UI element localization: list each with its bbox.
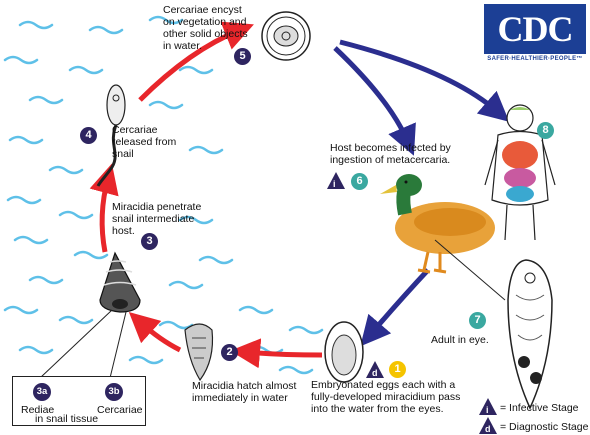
stage-5-text: Cercariae encyst on vegetation and other… [163,4,248,52]
arrow-encyst-to-duck [333,46,416,156]
badge-stage-1: 1 [389,361,406,378]
metacercaria-cyst [261,11,311,61]
arrow-cercariae-to-encyst [138,21,254,102]
stage-4-text: Cercariae released from snail [112,124,177,160]
water-waves [3,15,324,375]
marker-diagnostic-triangle [366,361,384,378]
badge-stage-4: 4 [80,127,97,144]
rediae-label: Rediae [21,404,55,416]
adult-worm [507,259,553,410]
badge-stage-3a: 3a [33,383,51,401]
badge-stage-7: 7 [469,312,486,329]
legend-diagnostic-text: = Diagnostic Stage [500,421,589,433]
stage-1-text: Embryonated eggs each with a fully-devel… [311,379,461,415]
cdc-logo: CDC SAFER·HEALTHIER·PEOPLE™ [484,4,586,66]
legend-diagnostic-letter: d [485,424,491,434]
badge-stage-3: 3 [141,233,158,250]
logo-text: CDC [497,9,574,49]
stage-2-text: Miracidia hatch almost immediately in wa… [192,380,297,404]
stage-3-text: Miracidia penetrate snail intermediate h… [112,201,202,237]
legend-diagnostic-triangle [479,417,497,434]
egg [324,321,364,383]
arrow-encyst-to-human [339,39,510,122]
marker-infective-letter: i [333,179,336,189]
snail-tissue-box: 3a 3b Rediae Cercariae in snail tissue [12,376,146,426]
cercaria [96,84,126,187]
human-host [484,104,556,241]
badge-stage-5: 5 [234,48,251,65]
duck-host [380,174,495,274]
stage-7-text: Adult in eye. [431,334,489,346]
legend-infective-letter: i [486,405,489,415]
marker-diagnostic-letter: d [372,368,378,378]
badge-stage-2: 2 [221,344,238,361]
snail-tissue-label: in snail tissue [35,413,99,425]
badge-stage-3b: 3b [105,383,123,401]
cercariae-label: Cercariae [97,404,143,416]
stage-6-text: Host becomes infected by ingestion of me… [330,142,451,166]
logo-box [484,4,586,54]
arrow-miracidia-to-snail [128,311,182,353]
badge-stage-8: 8 [537,122,554,139]
arrow-snail-to-cercariae [89,163,119,253]
arrow-duck-to-eggs [360,268,430,347]
legend-infective-text: = Infective Stage [500,402,579,414]
legend-infective-triangle [479,398,497,415]
badge-stage-6: 6 [351,173,368,190]
arrow-eggs-to-miracidia [230,338,323,369]
logo-tagline: SAFER·HEALTHIER·PEOPLE™ [487,56,583,62]
miracidium [184,323,214,382]
snail [99,251,141,313]
marker-infective-triangle [327,172,345,189]
